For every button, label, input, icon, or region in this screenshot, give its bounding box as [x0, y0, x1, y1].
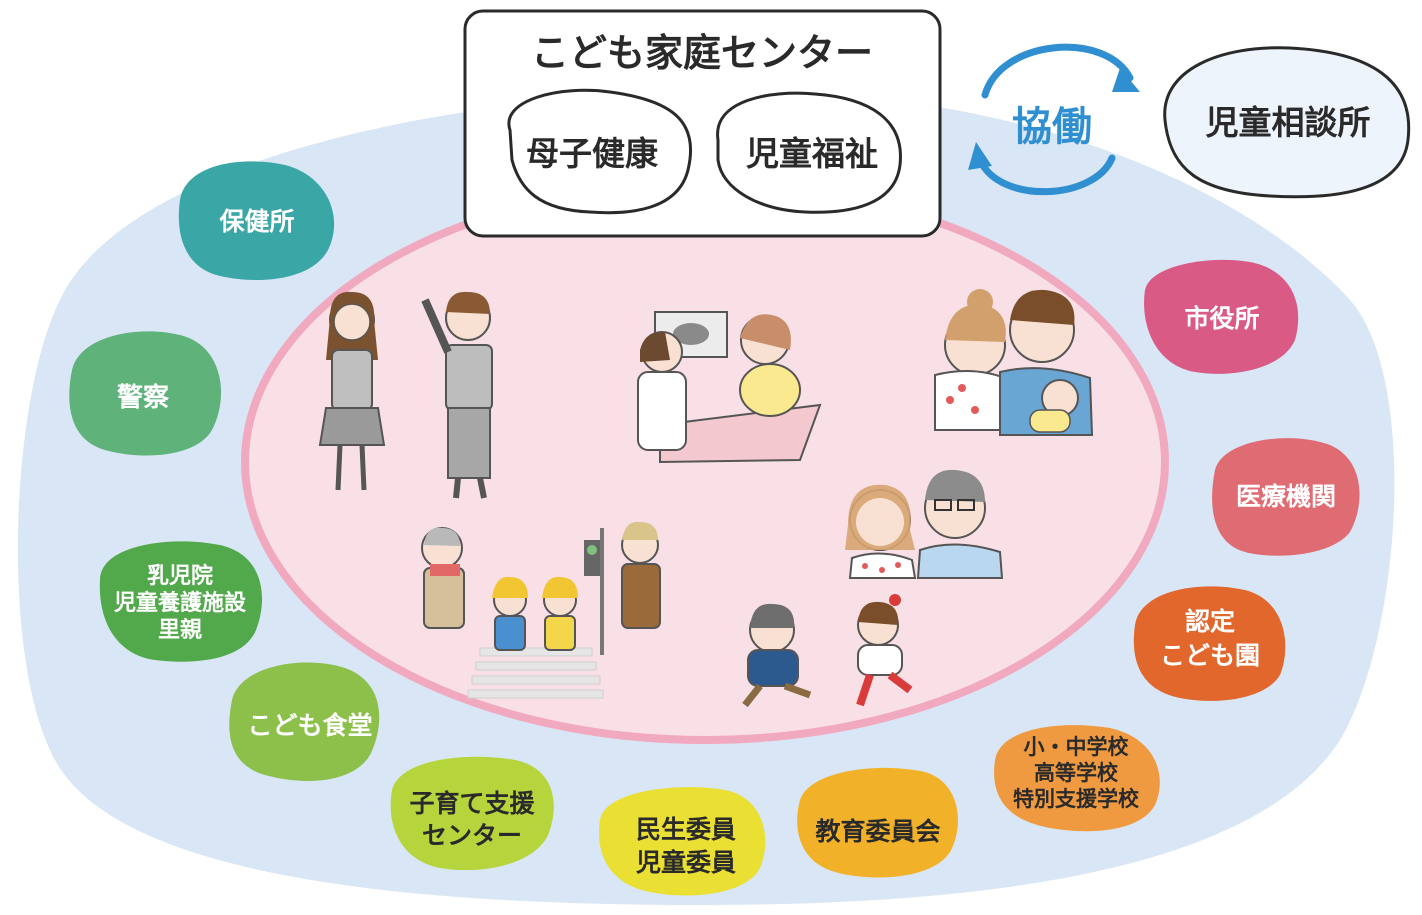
board-of-education-label: 教育委員会 [815, 817, 940, 846]
city-hall-label: 市役所 [1184, 304, 1259, 333]
collaboration-arrows [968, 43, 1140, 196]
city-hall-bubble: 市役所 [1144, 259, 1299, 374]
welfare-commissioners-line2: 児童委員 [636, 848, 736, 877]
welfare-commissioners-line1: 民生委員 [636, 815, 736, 844]
ultrasound-exam-illustration [637, 311, 822, 464]
child-guidance-center-bubble: 児童相談所 [1163, 46, 1411, 199]
center-title: こども家庭センター [531, 31, 873, 75]
child-welfare-label: 児童福祉 [746, 134, 878, 173]
board-of-education-bubble: 教育委員会 [797, 767, 958, 878]
infant-home-line2: 児童養護施設 [113, 590, 247, 616]
medical-institutions-bubble: 医療機関 [1212, 438, 1360, 556]
child-welfare-bubble [716, 91, 902, 214]
infant-home-bubble: 乳児院 児童養護施設 里親 [99, 541, 263, 662]
kids-cafeteria-bubble: こども食堂 [229, 662, 380, 781]
kids-cafeteria-label: こども食堂 [247, 711, 372, 740]
parents-with-baby-illustration [934, 289, 1094, 436]
childcare-support-line2: センター [422, 821, 522, 850]
infant-home-line3: 里親 [158, 618, 202, 643]
certified-kodomoen-bubble: 認定 こども園 [1133, 586, 1286, 701]
running-children-illustration [742, 594, 913, 708]
arrow-head-right [1112, 68, 1140, 92]
infant-home-line1: 乳児院 [147, 563, 213, 589]
arrow-head-left [968, 142, 992, 170]
schools-line2: 高等学校 [1034, 761, 1119, 785]
schools-bubble: 小・中学校 高等学校 特別支援学校 [994, 725, 1160, 832]
childcare-support-center-bubble: 子育て支援 センター [390, 756, 554, 871]
child-guidance-center-label: 児童相談所 [1206, 103, 1371, 142]
certified-kodomoen-line2: こども園 [1160, 641, 1260, 670]
police-label: 警察 [117, 382, 170, 413]
schools-line1: 小・中学校 [1024, 735, 1130, 759]
students-illustration [318, 291, 493, 499]
medical-institutions-label: 医療機関 [1236, 482, 1336, 511]
kodomo-family-center-box: こども家庭センター 母子健康 児童福祉 [463, 9, 942, 238]
school-crossing-illustration [421, 521, 661, 699]
welfare-commissioners-bubble: 民生委員 児童委員 [598, 787, 766, 896]
health-center-label: 保健所 [218, 207, 294, 236]
schools-line3: 特別支援学校 [1013, 787, 1140, 811]
maternal-health-label: 母子健康 [526, 134, 659, 173]
grandparents-illustration [845, 469, 1004, 579]
childcare-support-line1: 子育て支援 [409, 789, 535, 818]
health-center-bubble: 保健所 [178, 161, 335, 281]
collaboration-label: 協働 [1012, 104, 1092, 150]
maternal-health-bubble [507, 88, 693, 215]
certified-kodomoen-line1: 認定 [1185, 607, 1235, 636]
police-bubble: 警察 [69, 331, 222, 456]
